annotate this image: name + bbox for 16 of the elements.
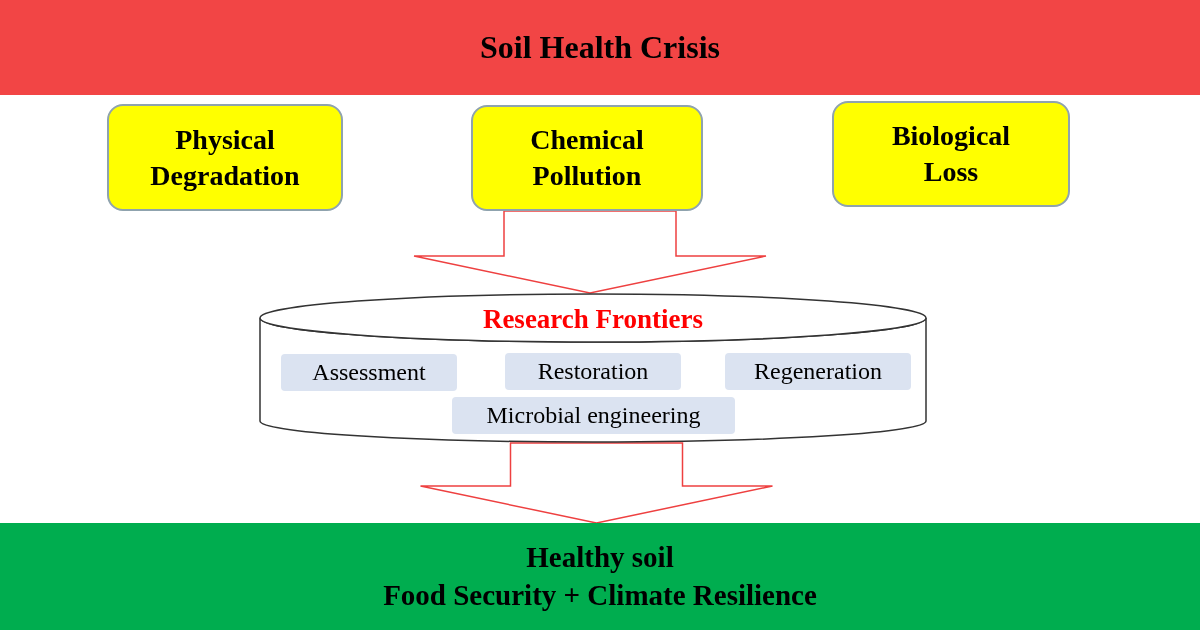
header-band: [0, 0, 1200, 95]
category-box: Chemical Pollution: [471, 105, 703, 211]
cylinder-heading: Research Frontiers: [481, 304, 705, 335]
topic-chip: Regeneration: [725, 353, 911, 390]
band-subheading: Food Security + Climate Resilience: [383, 577, 817, 613]
block-arrow: [413, 210, 767, 294]
footer-band: [0, 523, 1200, 630]
category-box: Biological Loss: [832, 101, 1070, 207]
topic-chip: Assessment: [281, 354, 457, 391]
band-heading: Healthy soil: [526, 539, 674, 575]
band-heading: Soil Health Crisis: [480, 27, 720, 67]
topic-chip: Restoration: [505, 353, 681, 390]
topic-chip: Microbial engineering: [452, 397, 735, 434]
research-cylinder: [259, 293, 927, 443]
block-arrow: [419, 442, 774, 524]
category-box: Physical Degradation: [107, 104, 343, 211]
